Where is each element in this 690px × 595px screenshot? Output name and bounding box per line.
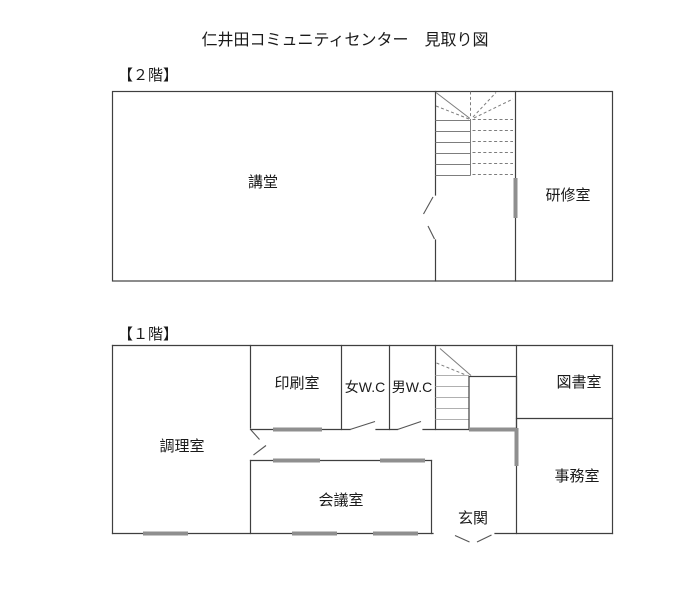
floor-1-plan: 【１階】 [111, 326, 614, 543]
room-label-library: 図書室 [556, 374, 601, 391]
staircase-1f [435, 348, 518, 432]
staircase-2f [435, 91, 514, 176]
meeting-room-walls [249, 458, 433, 535]
room-label-auditorium: 講堂 [248, 174, 278, 191]
floor-2-plan: 【２階】 [111, 67, 614, 282]
door-leaf [250, 429, 260, 440]
stair-fan-line [435, 105, 470, 120]
room-label-training-room: 研修室 [545, 187, 590, 204]
stair-fan-line [472, 92, 497, 118]
room-label-cooking-room: 調理室 [159, 438, 204, 455]
stair-fan-line [435, 92, 471, 119]
entrance-door-leaf [454, 534, 470, 543]
room-label-womens-wc: 女W.C [345, 379, 385, 395]
door-leaf [397, 420, 422, 431]
room-label-entrance: 玄関 [458, 510, 488, 527]
entrance-door-leaf [476, 534, 492, 543]
floor-1-label: 【１階】 [118, 326, 178, 343]
stair-fan-line [439, 348, 472, 376]
room-label-meeting-room: 会議室 [318, 491, 363, 509]
door-leaf [423, 196, 434, 215]
door-leaf [427, 225, 435, 240]
page-title: 仁井田コミュニティセンター 見取り図 [201, 31, 488, 49]
door-leaf [349, 420, 376, 431]
floor-2-outline [111, 90, 614, 282]
door-leaf [253, 445, 267, 456]
stair-fan-line [473, 98, 514, 119]
floor-2-label: 【２階】 [118, 67, 178, 84]
stair-landing-box [468, 375, 518, 431]
stair-fan-line [436, 362, 468, 376]
room-label-office: 事務室 [554, 468, 599, 485]
room-label-printing-room: 印刷室 [274, 375, 319, 392]
room-label-mens-wc: 男W.C [392, 379, 432, 395]
